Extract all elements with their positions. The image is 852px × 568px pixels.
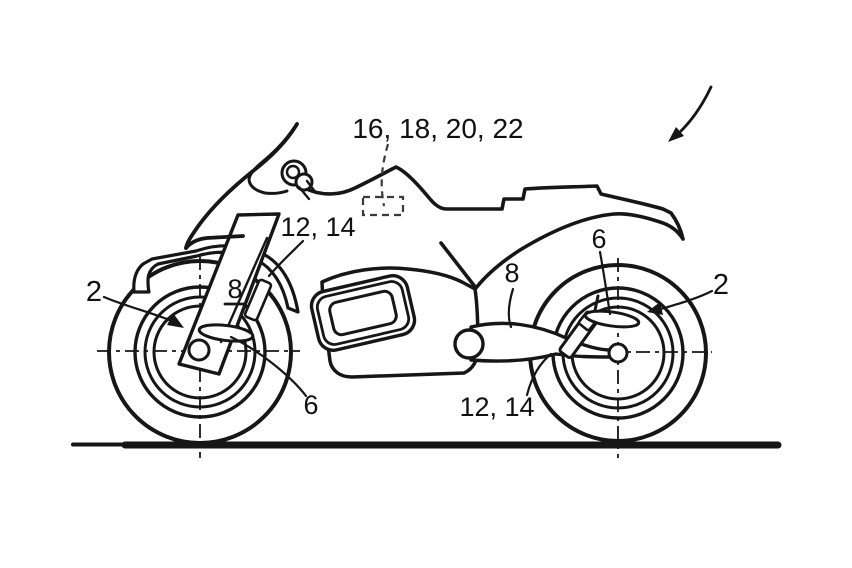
component-location-box — [361, 195, 405, 217]
ref-label-rear-wheel: 2 — [713, 269, 729, 301]
mirror-stem — [297, 179, 318, 201]
front-lower-link — [197, 323, 255, 343]
ref-label-front-link: 6 — [303, 390, 318, 420]
body-top-outline — [307, 165, 685, 290]
leader-rear-pair — [525, 352, 553, 397]
front-fork-bracket — [243, 278, 273, 322]
windscreen-inner-edge — [247, 126, 296, 195]
mirror-arm-joint — [294, 172, 314, 192]
ground-line — [71, 441, 782, 449]
leader-rear-arm — [507, 287, 515, 329]
front-fork — [177, 212, 281, 376]
ref-label-rear-pair: 12, 14 — [459, 392, 534, 422]
leader-top-assembly — [380, 143, 390, 207]
ref-label-front-pair: 12, 14 — [280, 212, 355, 242]
rear-hub-plate — [583, 309, 641, 329]
front-fairing — [184, 122, 318, 250]
leader-front-link — [229, 335, 308, 398]
annotations: 16, 18, 20, 22 12, 14 8 2 6 8 6 2 12, 14 — [86, 85, 729, 422]
rear-wheel-arrowhead-icon — [647, 302, 663, 315]
leader-rear-wheel — [659, 289, 714, 311]
ref-label-top-assembly: 16, 18, 20, 22 — [352, 113, 523, 144]
leader-front-wheel — [102, 295, 174, 323]
ref-label-rear-link: 6 — [591, 224, 606, 254]
rear-axle — [607, 342, 629, 364]
leader-front-pair — [267, 239, 305, 278]
swingarm-pivot — [453, 328, 485, 360]
viewing-direction-arrowhead-icon — [668, 127, 684, 142]
front-tire-outer — [107, 259, 293, 445]
front-tire-inner — [133, 285, 267, 419]
fairing-chin — [184, 234, 245, 250]
ref-label-front-wheel: 2 — [86, 276, 102, 308]
mirror-glass — [285, 164, 301, 180]
front-fender — [132, 244, 300, 314]
front-wheel — [97, 256, 300, 458]
front-rim-inner — [152, 304, 248, 400]
engine-cover-pod — [309, 274, 417, 352]
leader-rear-link — [598, 250, 612, 316]
ref-label-rear-arm: 8 — [504, 258, 519, 288]
front-axle — [187, 338, 211, 362]
front-wheel-arrowhead-icon — [167, 313, 184, 328]
ref-label-front-arm: 8 — [227, 274, 242, 304]
pod-inner-panel — [328, 289, 398, 337]
viewing-direction-arrow-shaft — [679, 85, 713, 133]
rear-suspension — [453, 294, 641, 364]
